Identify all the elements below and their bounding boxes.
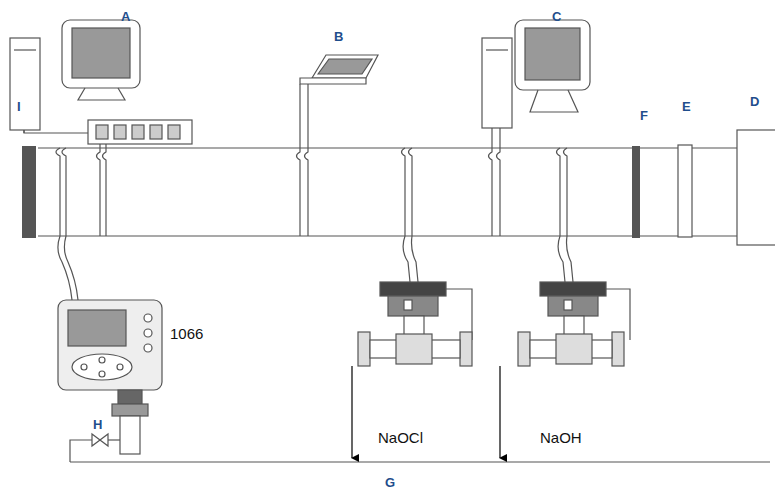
callout-letter: F (640, 109, 648, 122)
callout-letter: D (750, 95, 759, 108)
callout-letter: A (121, 10, 130, 23)
callout-letter: E (682, 100, 691, 113)
callout-letter: B (334, 30, 343, 43)
device-label: NaOH (540, 430, 582, 445)
callout-letter: C (552, 10, 561, 23)
callout-letter: H (93, 418, 102, 431)
callout-letter: G (385, 476, 395, 489)
device-label: 1066 (170, 326, 203, 341)
callout-letter: I (17, 100, 21, 113)
device-label: NaOCl (378, 430, 423, 445)
